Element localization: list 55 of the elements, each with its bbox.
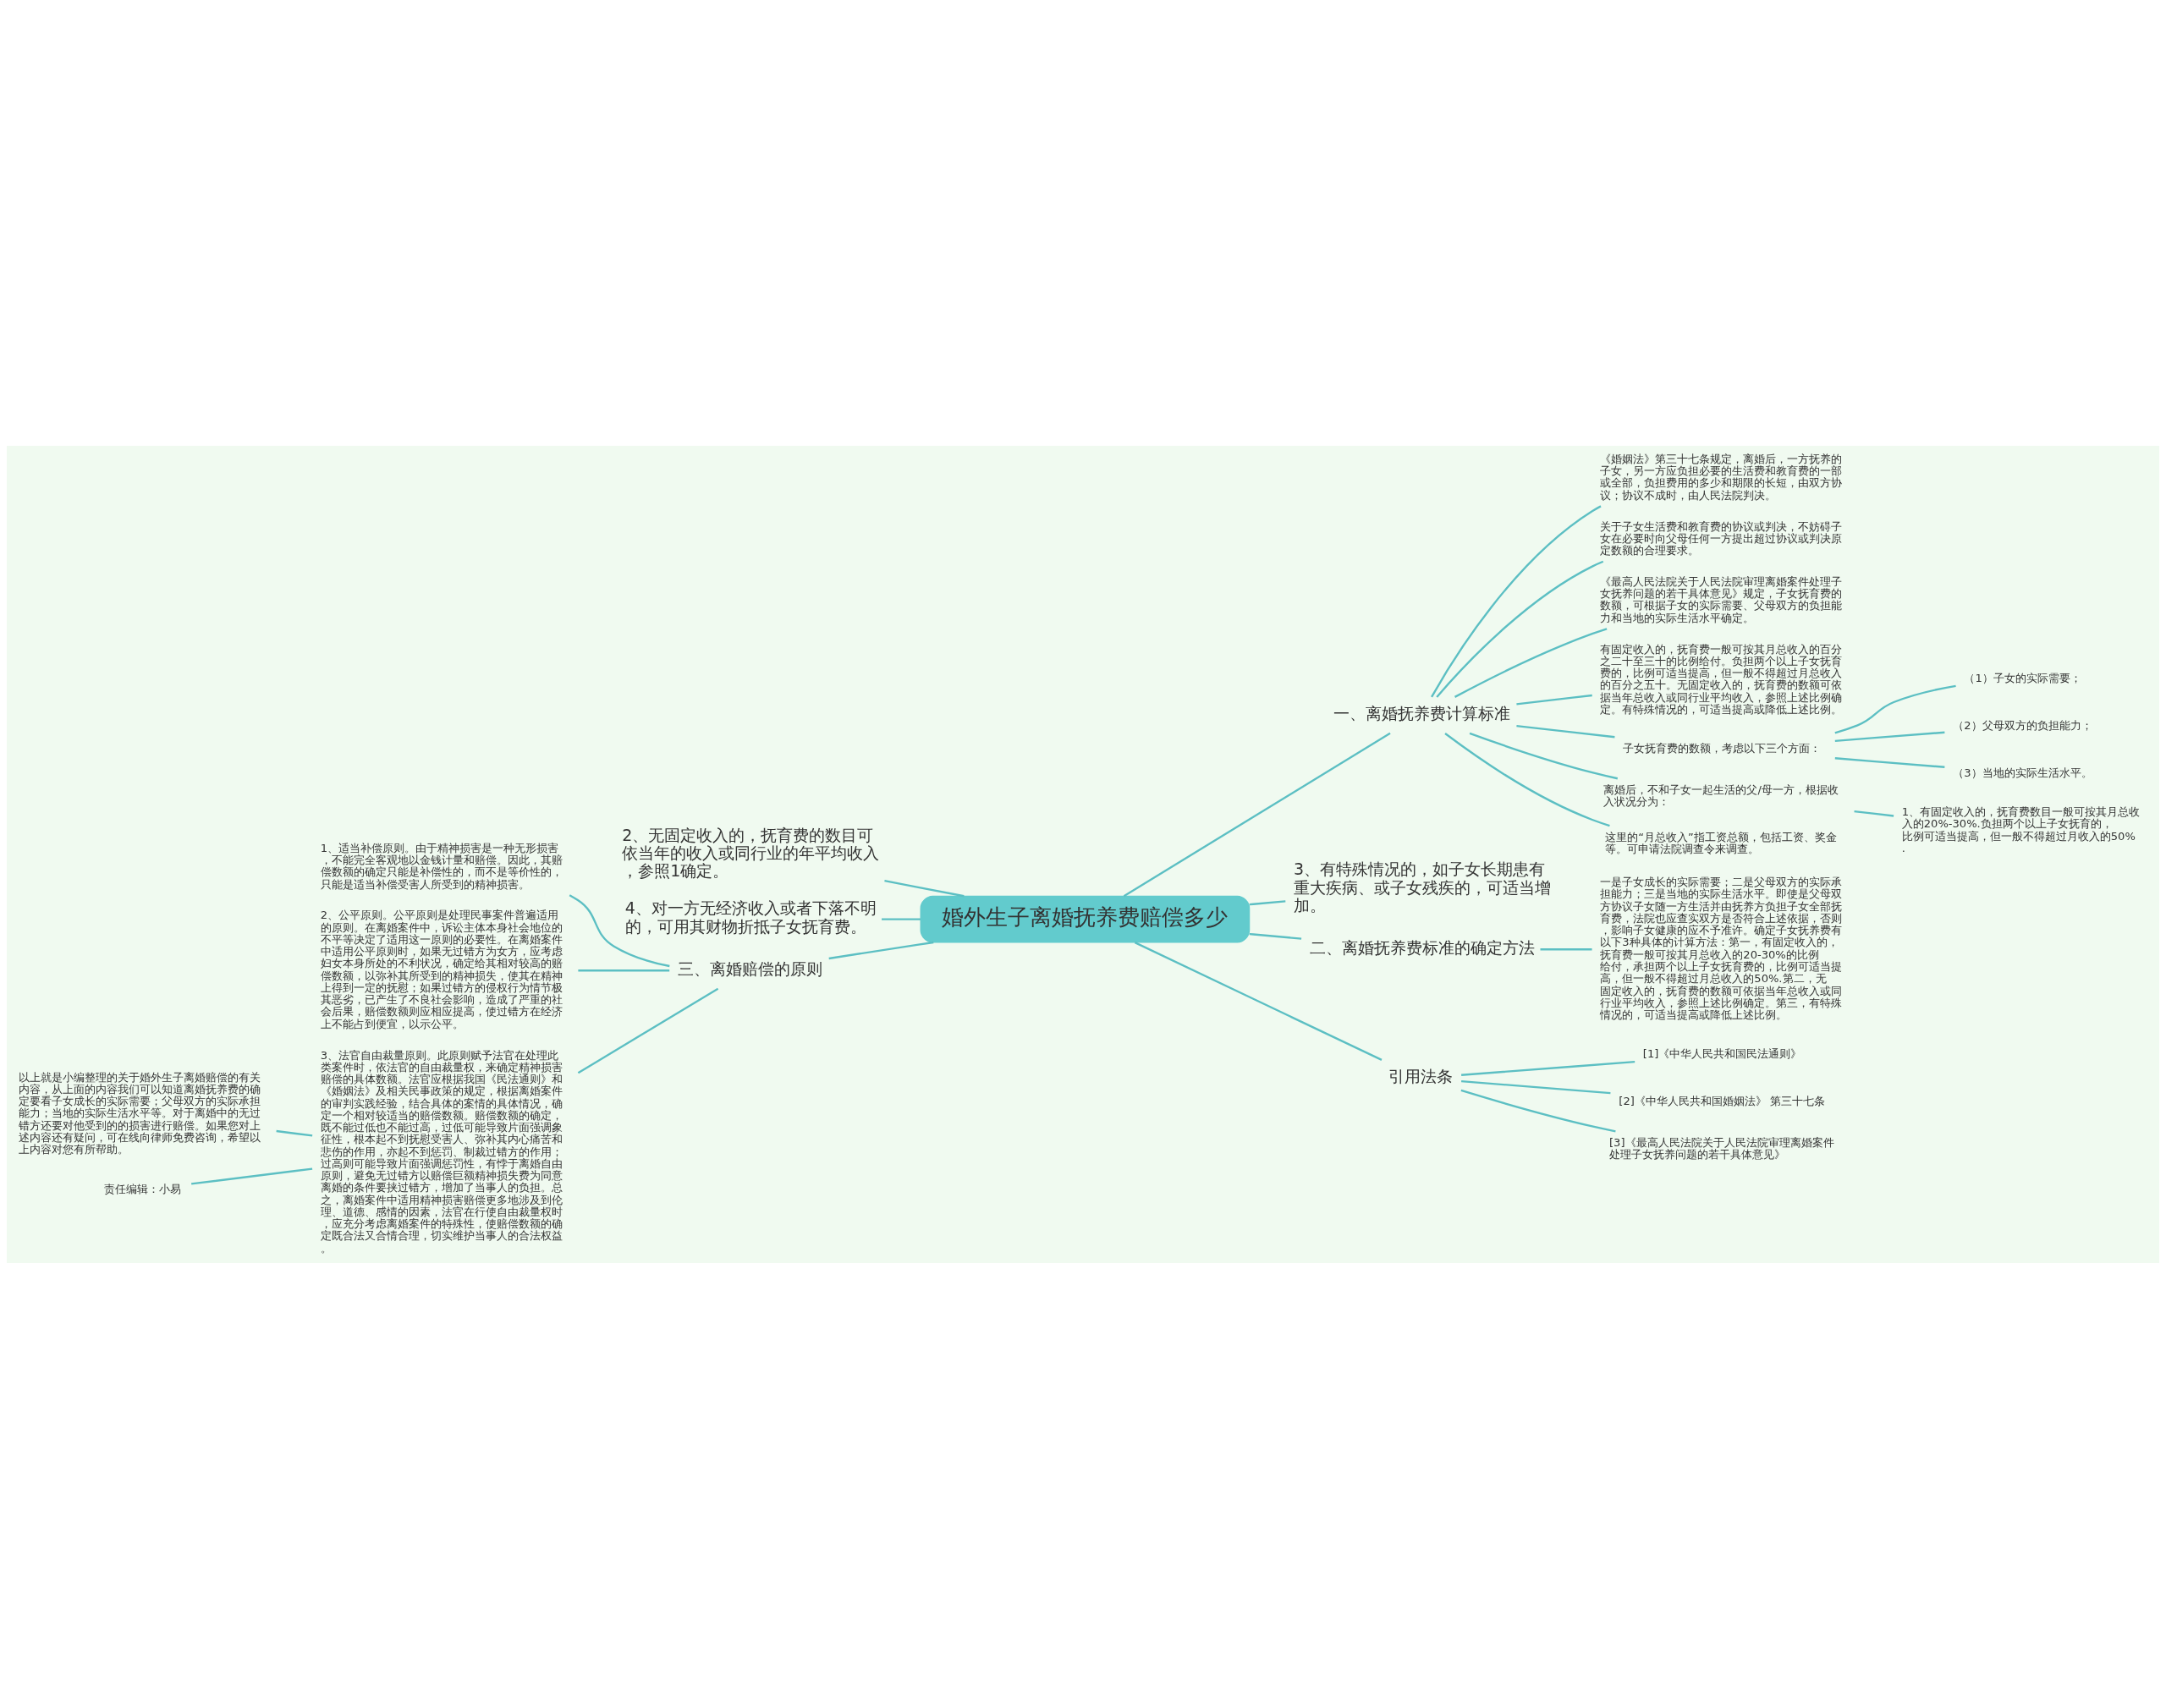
- node-text: 二、离婚抚养费标准的确定方法: [1309, 937, 1535, 957]
- connector: [884, 879, 965, 897]
- connector: [1431, 504, 1602, 697]
- node-text: 这里的“月总收入”指工资总额，包括工资、奖金等。可申请法院调查令来调查。: [1605, 830, 1837, 855]
- connector: [1444, 732, 1610, 827]
- connector: [1134, 941, 1383, 1061]
- node-text: 引用法条: [1388, 1066, 1454, 1085]
- node-text: （2）父母双方的负担能力；: [1953, 718, 2092, 732]
- node-text: 1、适当补偿原则。由于精神损害是一种无形损害，不能完全客观地以金钱计量和赔偿。因此，其赔偿数额的确定只能是补偿性的，而不是等价性的，只能是适当补偿受害人所受到的精神损害。: [320, 841, 563, 891]
- connector: [1249, 899, 1286, 905]
- node-text: 1、有固定收入的，抚育费数目一般可按其月总收入的20%-30%.负担两个以上子女抚育的，比例可适当提高，但一般不得超过月收入的50%.: [1901, 805, 2141, 854]
- node-text: [2]《中华人民共和国婚姻法》 第三十七条: [1619, 1094, 1825, 1107]
- connector: [1460, 1089, 1616, 1132]
- node-text: [3]《最高人民法院关于人民法院审理离婚案件处理子女抚养问题的若干具体意见》: [1609, 1135, 1834, 1161]
- node-text: 一、离婚抚养费计算标准: [1333, 703, 1510, 722]
- node-text: （1）子女的实际需要；: [1964, 671, 2081, 684]
- node-text: 离婚后，不和子女一起生活的父/母一方，根据收入状况分为：: [1603, 783, 1839, 808]
- node-text: 一是子女成长的实际需要；二是父母双方的实际承担能力；三是当地的实际生活水平。即使是父母双方协议子女随一方生活并由抚养方负担子女全部抚育费，法院也应查实双方是否符合上述依据，否则，影响子女健康的应不予准许。确定子女抚养费有以下3种具体的计算方法：第一，有固定收入的，抚育费一般可按其月总收入的20-30%的比例给付，承担两个以上子女抚育费的，比例可适当提高，但一般不得超过月总收入的50%.第二，无固定收入的，抚育费的数额可依据当年总收入或同行业平均收入，参照上述比例确定。第三，有特殊情况的，可适当提高或降低上述比例。: [1600, 875, 1843, 1021]
- connector: [569, 893, 670, 967]
- connector: [578, 969, 670, 971]
- connector: [1454, 627, 1608, 698]
- node-text: （3）当地的实际生活水平。: [1953, 766, 2092, 779]
- connector: [1123, 732, 1391, 897]
- connector: [1834, 731, 1945, 742]
- node-text: 4、对一方无经济收入或者下落不明的，可用其财物折抵子女抚育费。: [624, 898, 877, 936]
- connector: [577, 987, 719, 1074]
- node-text: 有固定收入的，抚育费一般可按其月总收入的百分之二十至三十的比例给付。负担两个以上子女抚育费的，比例可适当提高，但一般不得超过月总收入的百分之五十。无固定收入的，抚育费的数额可依据当年总收入或同行业平均收入，参照上述比例确定。有特殊情况的，可适当提高或降低上述比例。: [1600, 642, 1843, 716]
- node-text: 关于子女生活费和教育费的协议或判决，不妨碍子女在必要时向父母任何一方提出超过协议或判决原定数额的合理要求。: [1600, 519, 1843, 557]
- connector: [1516, 694, 1592, 706]
- node-text: 3、法官自由裁量原则。此原则赋予法官在处理此类案件时，依法官的自由裁量权，来确定精神损害赔偿的具体数额。法官应根据我国《民法通则》和《婚姻法》及相关民事政策的规定，根据离婚案件的审判实践经验，结合具体的案情的具体情况，确定一个相对较适当的赔偿数额。赔偿数额的确定，既不能过低也不能过高，过低可能导致片面强调象征性，根本起不到抚慰受害人、弥补其内心痛苦和悲伤的作用，亦起不到惩罚、制裁过错方的作用；过高则可能导致片面强调惩罚性，有悖于离婚自由原则，避免无过错方以赔偿巨额精神损失费为同意离婚的条件要挟过错方，增加了当事人的负担。总之，离婚案件中适用精神损害赔偿更多地涉及到伦理、道德、感情的因素，法官在行使自由裁量权时，应充分考虑离婚案件的特殊性，使赔偿数额的确定既合法又合情合理，切实维护当事人的合法权益。: [320, 1048, 563, 1255]
- connector: [1854, 810, 1894, 817]
- node-text: 2、公平原则。公平原则是处理民事案件普遍适用的原则。在离婚案件中，诉讼主体本身社会地位的不平等决定了适用这一原则的必要性。在离婚案件中适用公平原则时，如果无过错方为女方，应考虑妇女本身所处的不利状况，确定给其相对较高的赔偿数额，以弥补其所受到的精神损失，使其在精神上得到一定的抚慰；如果过错方的侵权行为情节极其恶劣，已产生了不良社会影响，造成了严重的社会后果，赔偿数额则应相应提高，使过错方在经济上不能占到便宜，以示公平。: [320, 908, 563, 1030]
- connector: [1469, 732, 1619, 779]
- connector: [1436, 560, 1604, 698]
- connector: [828, 941, 934, 959]
- node-text: 《最高人民法院关于人民法院审理离婚案件处理子女抚养问题的若干具体意见》规定，子女抚育费的数额，可根据子女的实际需要、父母双方的负担能力和当地的实际生活水平确定。: [1600, 574, 1843, 624]
- connector: [1834, 684, 1956, 733]
- node-text: 2、无固定收入的，抚育费的数目可依当年的收入或同行业的年平均收入，参照1确定。: [622, 825, 880, 880]
- connector: [1834, 756, 1945, 768]
- node-text: 以上就是小编整理的关于婚外生子离婚赔偿的有关内容，从上面的内容我们可以知道离婚抚养费的确定要看子女成长的实际需要；父母双方的实际承担能力；当地的实际生活水平等。对于离婚中的无过错方还要对他受到的的损害进行赔偿。如果您对上述内容还有疑问，可在线向律师免费咨询，希望以上内容对您有所帮助。: [19, 1070, 261, 1156]
- connector: [1540, 947, 1592, 950]
- node-text: 子女抚育费的数额，考虑以下三个方面：: [1623, 741, 1822, 755]
- connector: [191, 1167, 313, 1185]
- connector: [1461, 1060, 1635, 1076]
- connector: [1461, 1079, 1611, 1094]
- node-text: 责任编辑：小易: [103, 1182, 181, 1195]
- node-text: 3、有特殊情况的，如子女长期患有重大疾病、或子女残疾的，可适当增加。: [1293, 859, 1551, 914]
- node-text: 三、离婚赔偿的原则: [678, 958, 823, 978]
- connector: [1516, 724, 1615, 738]
- connector: [882, 917, 921, 920]
- connector: [276, 1129, 313, 1137]
- node-box: 婚外生子离婚抚养费赔偿多少: [920, 895, 1251, 943]
- connector: [1249, 932, 1302, 940]
- node-text: [1]《中华人民共和国民法通则》: [1642, 1046, 1802, 1060]
- node-text: 《婚姻法》第三十七条规定，离婚后，一方抚养的子女，另一方应负担必要的生活费和教育费的一部或全部，负担费用的多少和期限的长短，由双方协议；协议不成时，由人民法院判决。: [1600, 452, 1843, 502]
